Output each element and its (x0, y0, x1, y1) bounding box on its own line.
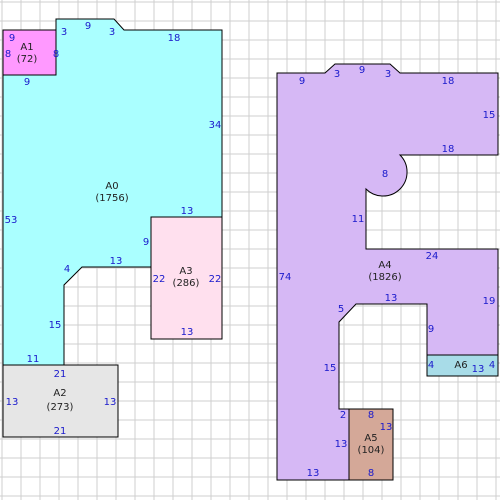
dimension-label: 22 (153, 274, 166, 285)
area-a4-size: (1826) (368, 272, 401, 283)
area-a4-shape (276, 63, 499, 481)
dimension-label: 11 (352, 214, 365, 225)
dimension-label: 9 (143, 237, 149, 248)
dimension-label: 11 (27, 354, 40, 365)
area-a0-size: (1756) (95, 193, 128, 204)
dimension-label: 18 (168, 33, 181, 44)
area-a0-shape (2, 18, 223, 366)
dimension-label: 34 (209, 120, 222, 131)
dimension-label: 15 (483, 110, 496, 121)
area-a3-shape (150, 216, 223, 340)
dimension-label: 21 (54, 369, 67, 380)
dimension-label: 9 (428, 324, 434, 335)
dimension-label: 21 (54, 426, 67, 437)
dimension-label: 5 (338, 304, 344, 315)
dimension-label: 24 (426, 251, 439, 262)
area-a3-name: A3 (179, 266, 192, 277)
area-a5-name: A5 (364, 433, 377, 444)
dimension-label: 15 (49, 320, 62, 331)
dimension-label: 15 (324, 363, 337, 374)
dimension-label: 4 (489, 360, 495, 371)
dimension-label: 13 (6, 397, 19, 408)
dimension-label: 9 (24, 77, 30, 88)
dimension-label: 13 (181, 327, 194, 338)
dimension-label: 8 (5, 49, 11, 60)
dimension-label: 13 (385, 293, 398, 304)
dimension-label: 8 (368, 468, 374, 479)
area-a1-shape (2, 29, 57, 76)
area-a2-size: (273) (47, 402, 74, 413)
dimension-label: 13 (472, 364, 485, 375)
dimension-label: 13 (335, 439, 348, 450)
dimension-label: 19 (483, 296, 496, 307)
dimension-label: 3 (334, 69, 340, 80)
dimension-label: 4 (64, 264, 70, 275)
area-a1-name: A1 (20, 42, 33, 53)
dimension-label: 13 (380, 422, 393, 433)
dimension-label: 13 (104, 397, 117, 408)
area-a0-name: A0 (105, 181, 118, 192)
dimension-label: 3 (385, 69, 391, 80)
area-a6-name: A6 (454, 360, 467, 371)
area-a5-shape (348, 408, 394, 481)
dimension-label: 18 (442, 144, 455, 155)
dimension-label: 2 (340, 410, 346, 421)
dimension-label: 4 (428, 360, 434, 371)
area-a2-shape (2, 364, 119, 438)
area-a4-name: A4 (378, 260, 391, 271)
dimension-label: 8 (382, 169, 388, 180)
dimension-label: 3 (61, 27, 67, 38)
dimension-label: 22 (209, 274, 222, 285)
dimension-label: 8 (53, 49, 59, 60)
dimension-label: 9 (9, 33, 15, 44)
dimension-label: 9 (359, 65, 365, 76)
area-a2-name: A2 (53, 388, 66, 399)
area-a1-size: (72) (17, 54, 38, 65)
dimension-label: 9 (85, 21, 91, 32)
dimension-label: 18 (442, 76, 455, 87)
dimension-label: 8 (368, 410, 374, 421)
dimension-label: 13 (181, 206, 194, 217)
area-a5-size: (104) (358, 445, 385, 456)
area-a3-size: (286) (173, 278, 200, 289)
dimension-label: 13 (307, 468, 320, 479)
dimension-label: 9 (299, 76, 305, 87)
dimension-label: 74 (279, 272, 292, 283)
dimension-label: 13 (110, 256, 123, 267)
dimension-label: 53 (5, 215, 18, 226)
dimension-label: 3 (109, 27, 115, 38)
area-a6-shape (426, 354, 499, 377)
